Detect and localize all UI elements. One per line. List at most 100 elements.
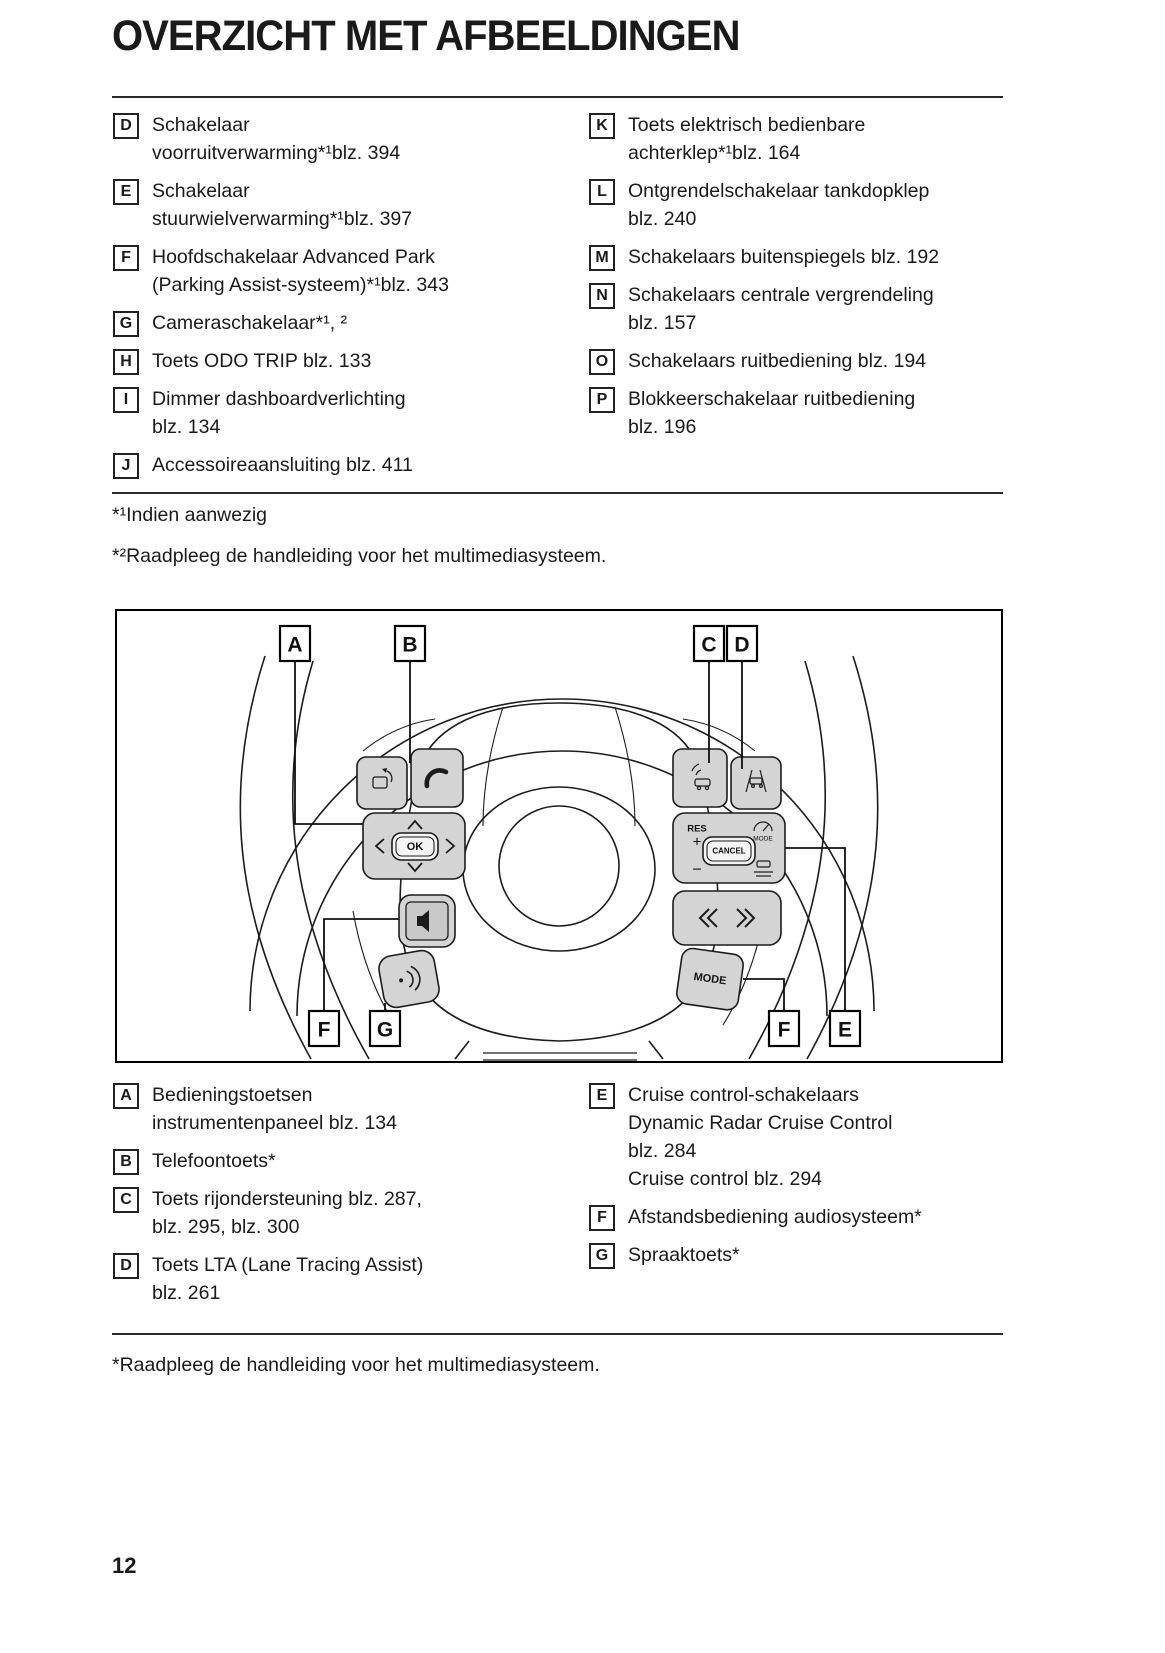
rim-right-edge [806,655,879,1060]
rim-left-inner-edge [291,660,370,1060]
lane-assist-icon [745,769,767,793]
seek-back-icon [706,908,718,928]
left-button-cluster: OK [356,748,466,1009]
rim-outer-arc [249,698,875,1012]
item-key-badge: E [589,1083,615,1109]
bottom-legend: A Bedieningstoetsen instrumentenpaneel bl… [112,1081,1003,1317]
callout-boxes [278,624,862,1048]
item-key-badge: D [113,1253,139,1279]
radar-cruise-icon [691,763,711,791]
leader-lines [294,661,846,1011]
item-text: Toets ODO TRIP blz. 133 [152,350,372,372]
seek-back-icon [698,908,710,928]
legend-item: O Schakelaars ruitbediening blz. 194 [588,347,1003,375]
arrow-down-icon [407,862,423,873]
seek-rocker-arrows [698,908,756,928]
item-text: Toets elektrisch bedienbare achterklep*¹… [628,114,866,164]
rim-left-edge [239,655,312,1060]
callout-letter-d: D [734,634,749,657]
footnotes-top: *¹Indien aanwezig *²Raadpleeg de handlei… [112,501,606,583]
arrow-right-icon [445,838,456,854]
divider [112,96,1003,98]
ok-button [391,832,439,861]
arrow-up-icon [407,819,423,830]
plus-label: + [693,834,702,851]
item-text: Toets rijondersteuning blz. 287, blz. 29… [152,1188,422,1238]
callout-box-e [828,1009,862,1048]
callout-box-b [393,624,427,663]
steering-wheel-diagram: OK [239,624,879,1061]
item-key-badge: H [113,349,139,375]
ok-button-inner [395,836,435,857]
item-text: Cameraschakelaar*¹, ² [152,312,348,334]
item-text: Telefoontoets* [152,1150,276,1172]
bottom-legend-left-column: A Bedieningstoetsen instrumentenpaneel bl… [112,1081,588,1317]
phone-icon [424,768,449,789]
item-key-badge: M [589,245,615,271]
column-left-line [482,706,504,827]
legend-item: H Toets ODO TRIP blz. 133 [112,347,588,375]
right-button-cluster: RES + − MODE CANCEL [672,748,786,1011]
item-key-badge: G [113,311,139,337]
item-text: Bedieningstoetsen instrumentenpaneel blz… [152,1084,397,1134]
mode-label: MODE [693,971,727,987]
callout-box-d [725,624,759,663]
display-switch-icon [372,768,393,789]
leader-f-left [323,918,399,1011]
phone-button [410,748,464,808]
item-text: Ontgrendelschakelaar tankdopklep blz. 24… [628,180,930,230]
footnote-2: *²Raadpleeg de handleiding voor het mult… [112,545,607,567]
item-key-badge: O [589,349,615,375]
callout-box-g [368,1009,402,1048]
item-text: Cruise control-schakelaars Dynamic Radar… [628,1084,893,1190]
rim-right-inner-edge [748,660,827,1060]
minus-label: − [692,862,701,879]
legend-item: A Bedieningstoetsen instrumentenpaneel bl… [112,1081,588,1137]
callout-letter-b: B [402,634,417,657]
item-text: Hoofdschakelaar Advanced Park (Parking A… [152,246,449,296]
callout-letter-f-right: F [778,1019,791,1042]
callout-letter-e: E [838,1019,852,1042]
legend-item: G Cameraschakelaar*¹, ² [112,309,588,337]
item-key-badge: A [113,1083,139,1109]
callout-letters: A B C D F G F E [287,634,852,1042]
item-key-badge: G [589,1243,615,1269]
legend-item: E Cruise control-schakelaars Dynamic Rada… [588,1081,1003,1193]
seek-forward-icon [744,908,756,928]
item-key-badge: E [113,179,139,205]
cruise-mode-label: MODE [753,836,773,843]
bottom-legend-right-column: E Cruise control-schakelaars Dynamic Rada… [588,1081,1003,1317]
item-key-badge: C [113,1187,139,1213]
item-text: Blokkeerschakelaar ruitbediening blz. 19… [628,388,916,438]
callout-box-c [692,624,726,663]
cancel-button [702,836,756,866]
item-text: Dimmer dashboardverlichting blz. 134 [152,388,406,438]
right-spoke-edge [682,718,756,752]
lower-shroud-bar [483,1052,637,1061]
item-text: Spraaktoets* [628,1244,740,1266]
page-title: OVERZICHT MET AFBEELDINGEN [112,12,740,60]
seek-forward-icon [736,908,748,928]
item-key-badge: J [113,453,139,479]
distance-icon [754,860,773,877]
item-text: Schakelaars ruitbediening blz. 194 [628,350,927,372]
seek-rocker [672,890,782,946]
dpad-arrows [374,819,456,873]
lta-button [730,756,782,810]
callout-letter-g: G [377,1019,393,1042]
mode-button: MODE [676,947,744,1011]
speaker-icon [417,910,429,932]
res-label: RES [687,824,707,835]
cancel-button-inner [706,840,752,862]
item-text: Schakelaar voorruitverwarming*¹blz. 394 [152,114,401,164]
display-switch-button [356,756,408,810]
